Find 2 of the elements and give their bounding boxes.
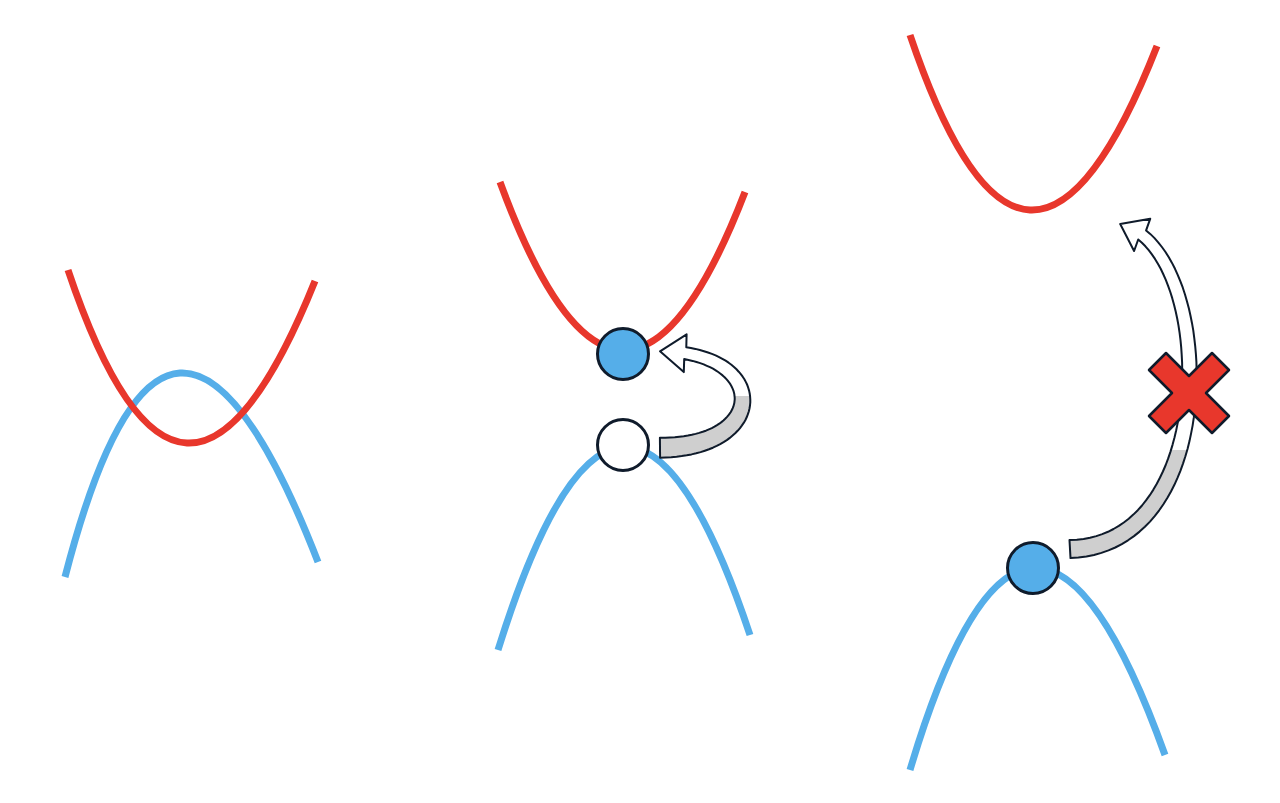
parabola-curve [906, 31, 1161, 214]
curved-arrow [658, 333, 752, 459]
